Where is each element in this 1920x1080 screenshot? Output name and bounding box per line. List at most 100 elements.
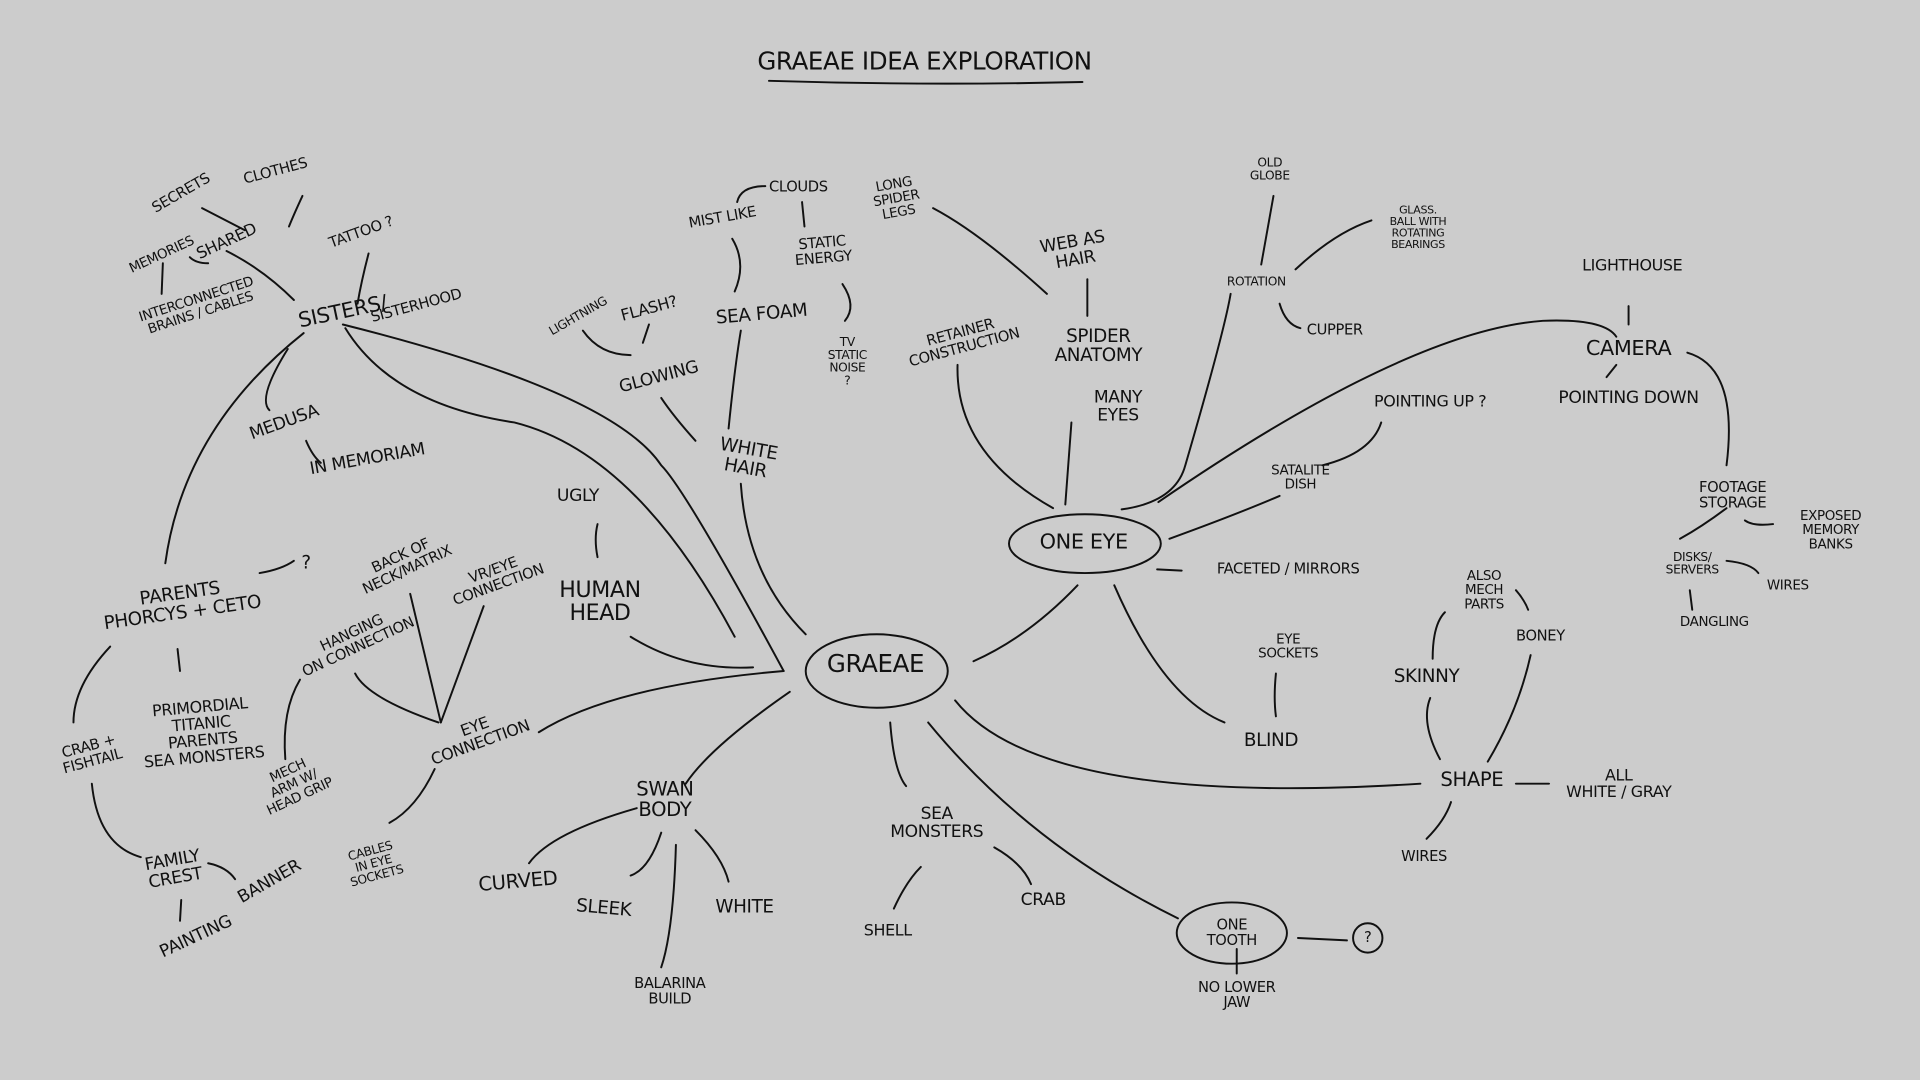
connector-line: [201, 207, 246, 232]
node-label-line: BODY: [638, 797, 691, 820]
node-label-line: BALL WITH: [1390, 215, 1447, 228]
connector-line: [1278, 302, 1302, 330]
node-label-line: GLOBE: [1250, 168, 1290, 182]
node-label-line: JAW: [1222, 994, 1251, 1011]
node-label-line: ALSO: [1467, 569, 1501, 584]
connector-line: [265, 348, 289, 412]
node-vr-eye: VR/EYECONNECTION: [445, 546, 546, 609]
connector-line: [356, 252, 370, 305]
node-label-line: HEAD: [569, 601, 630, 626]
connector-line: [225, 250, 295, 301]
node-sea-foam: SEA FOAM: [715, 300, 808, 329]
node-label-line: ENERGY: [794, 247, 853, 269]
connector-line: [581, 329, 632, 357]
node-label-line: BANKS: [1809, 537, 1853, 552]
node-clouds: CLOUDS: [769, 178, 828, 195]
connector-line: [954, 699, 1422, 790]
node-label-line: SERVERS: [1666, 562, 1720, 576]
graeae-ellipse: [804, 633, 949, 709]
node-label-line: UGLY: [557, 486, 600, 506]
node-label-line: MIST LIKE: [687, 203, 757, 232]
node-label-line: STATIC: [828, 347, 867, 361]
connector-line: [736, 185, 767, 204]
connector-line: [305, 439, 322, 464]
title-text: GRAEAE IDEA EXPLORATION: [757, 46, 1091, 75]
connector-line: [1431, 611, 1446, 660]
connector-line: [629, 831, 663, 877]
connector-line: [439, 605, 485, 724]
node-family-crest: FAMILYCREST: [143, 846, 205, 893]
node-label-line: ?: [1364, 929, 1371, 946]
node-shape: SHAPE: [1440, 768, 1503, 791]
connector-line: [594, 523, 599, 559]
connector-line: [1688, 589, 1694, 611]
node-disks: DISKS/SERVERS: [1666, 549, 1720, 576]
node-label-line: ONE: [1216, 916, 1247, 933]
node-label-line: BLIND: [1244, 730, 1299, 751]
connector-line: [1260, 194, 1275, 266]
connector-line: [1168, 494, 1281, 540]
connector-line: [160, 262, 164, 295]
node-label-line: WHITE: [715, 896, 773, 917]
node-label-line: TATTOO ?: [326, 213, 396, 252]
connector-line: [731, 237, 742, 293]
node-label-line: FLASH?: [618, 291, 679, 324]
node-outlines: [804, 513, 1384, 965]
node-white: WHITE: [715, 896, 773, 917]
connector-line: [1321, 421, 1383, 467]
connector-line: [537, 670, 785, 734]
connector-line: [1743, 519, 1775, 526]
node-medusa: MEDUSA: [247, 401, 322, 445]
node-label-line: CUPPER: [1307, 322, 1363, 339]
node-label-line: FACETED / MIRRORS: [1217, 560, 1360, 577]
connector-line: [927, 721, 1179, 920]
node-label-line: ANATOMY: [1055, 345, 1144, 366]
connector-line: [684, 690, 791, 785]
connector-line: [1725, 559, 1760, 575]
node-banner: BANNER: [234, 855, 305, 907]
node-label-line: GRAEAE: [827, 649, 924, 678]
connector-line: [1425, 696, 1441, 761]
one-tooth-ellipse: [1175, 901, 1288, 965]
node-glowing: GLOWING: [617, 357, 701, 397]
connector-line: [176, 648, 181, 672]
node-label-line: SPIDER: [1066, 326, 1131, 347]
connector-line: [1486, 654, 1532, 763]
node-back-of-neck: BACK OFNECK/MATRIX: [353, 528, 454, 598]
node-label-line: BEARINGS: [1391, 238, 1445, 251]
node-label-line: MONSTERS: [890, 822, 983, 842]
connector-line: [660, 843, 677, 969]
node-white-hair: WHITEHAIR: [715, 434, 779, 484]
node-static-energy: STATICENERGY: [793, 232, 853, 269]
node-label-line: ALL: [1605, 765, 1633, 784]
node-label-line: FOOTAGE: [1699, 479, 1766, 496]
node-label-line: STATIC: [798, 232, 847, 253]
node-label-line: POINTING UP ?: [1374, 391, 1486, 410]
connector-line: [258, 559, 295, 575]
node-label-line: SLEEK: [575, 895, 633, 921]
node-label-line: GLASS.: [1399, 203, 1437, 216]
node-pointing-up: POINTING UP ?: [1374, 391, 1486, 410]
connector-line: [641, 323, 650, 344]
node-hanging: HANGINGON CONNECTION: [293, 600, 417, 681]
connector-line: [1679, 507, 1728, 540]
node-wires-disks: WIRES: [1767, 578, 1809, 593]
node-label-line: LIGHTHOUSE: [1582, 255, 1682, 274]
connector-line: [889, 721, 908, 788]
node-label-line: SWAN: [636, 777, 693, 800]
node-eye-connection: EYECONNECTION: [422, 699, 532, 768]
node-label-line: IN MEMORIAM: [308, 439, 426, 479]
node-blind: BLIND: [1244, 730, 1299, 751]
node-label-line: EYE: [1276, 632, 1300, 647]
connector-line: [188, 256, 210, 265]
node-label-line: BALARINA: [634, 975, 706, 992]
node-label-line: SATALITE: [1271, 463, 1330, 478]
node-label-line: CRAB: [1021, 890, 1066, 910]
node-cables-sockets: CABLESIN EYESOCKETS: [342, 836, 405, 889]
